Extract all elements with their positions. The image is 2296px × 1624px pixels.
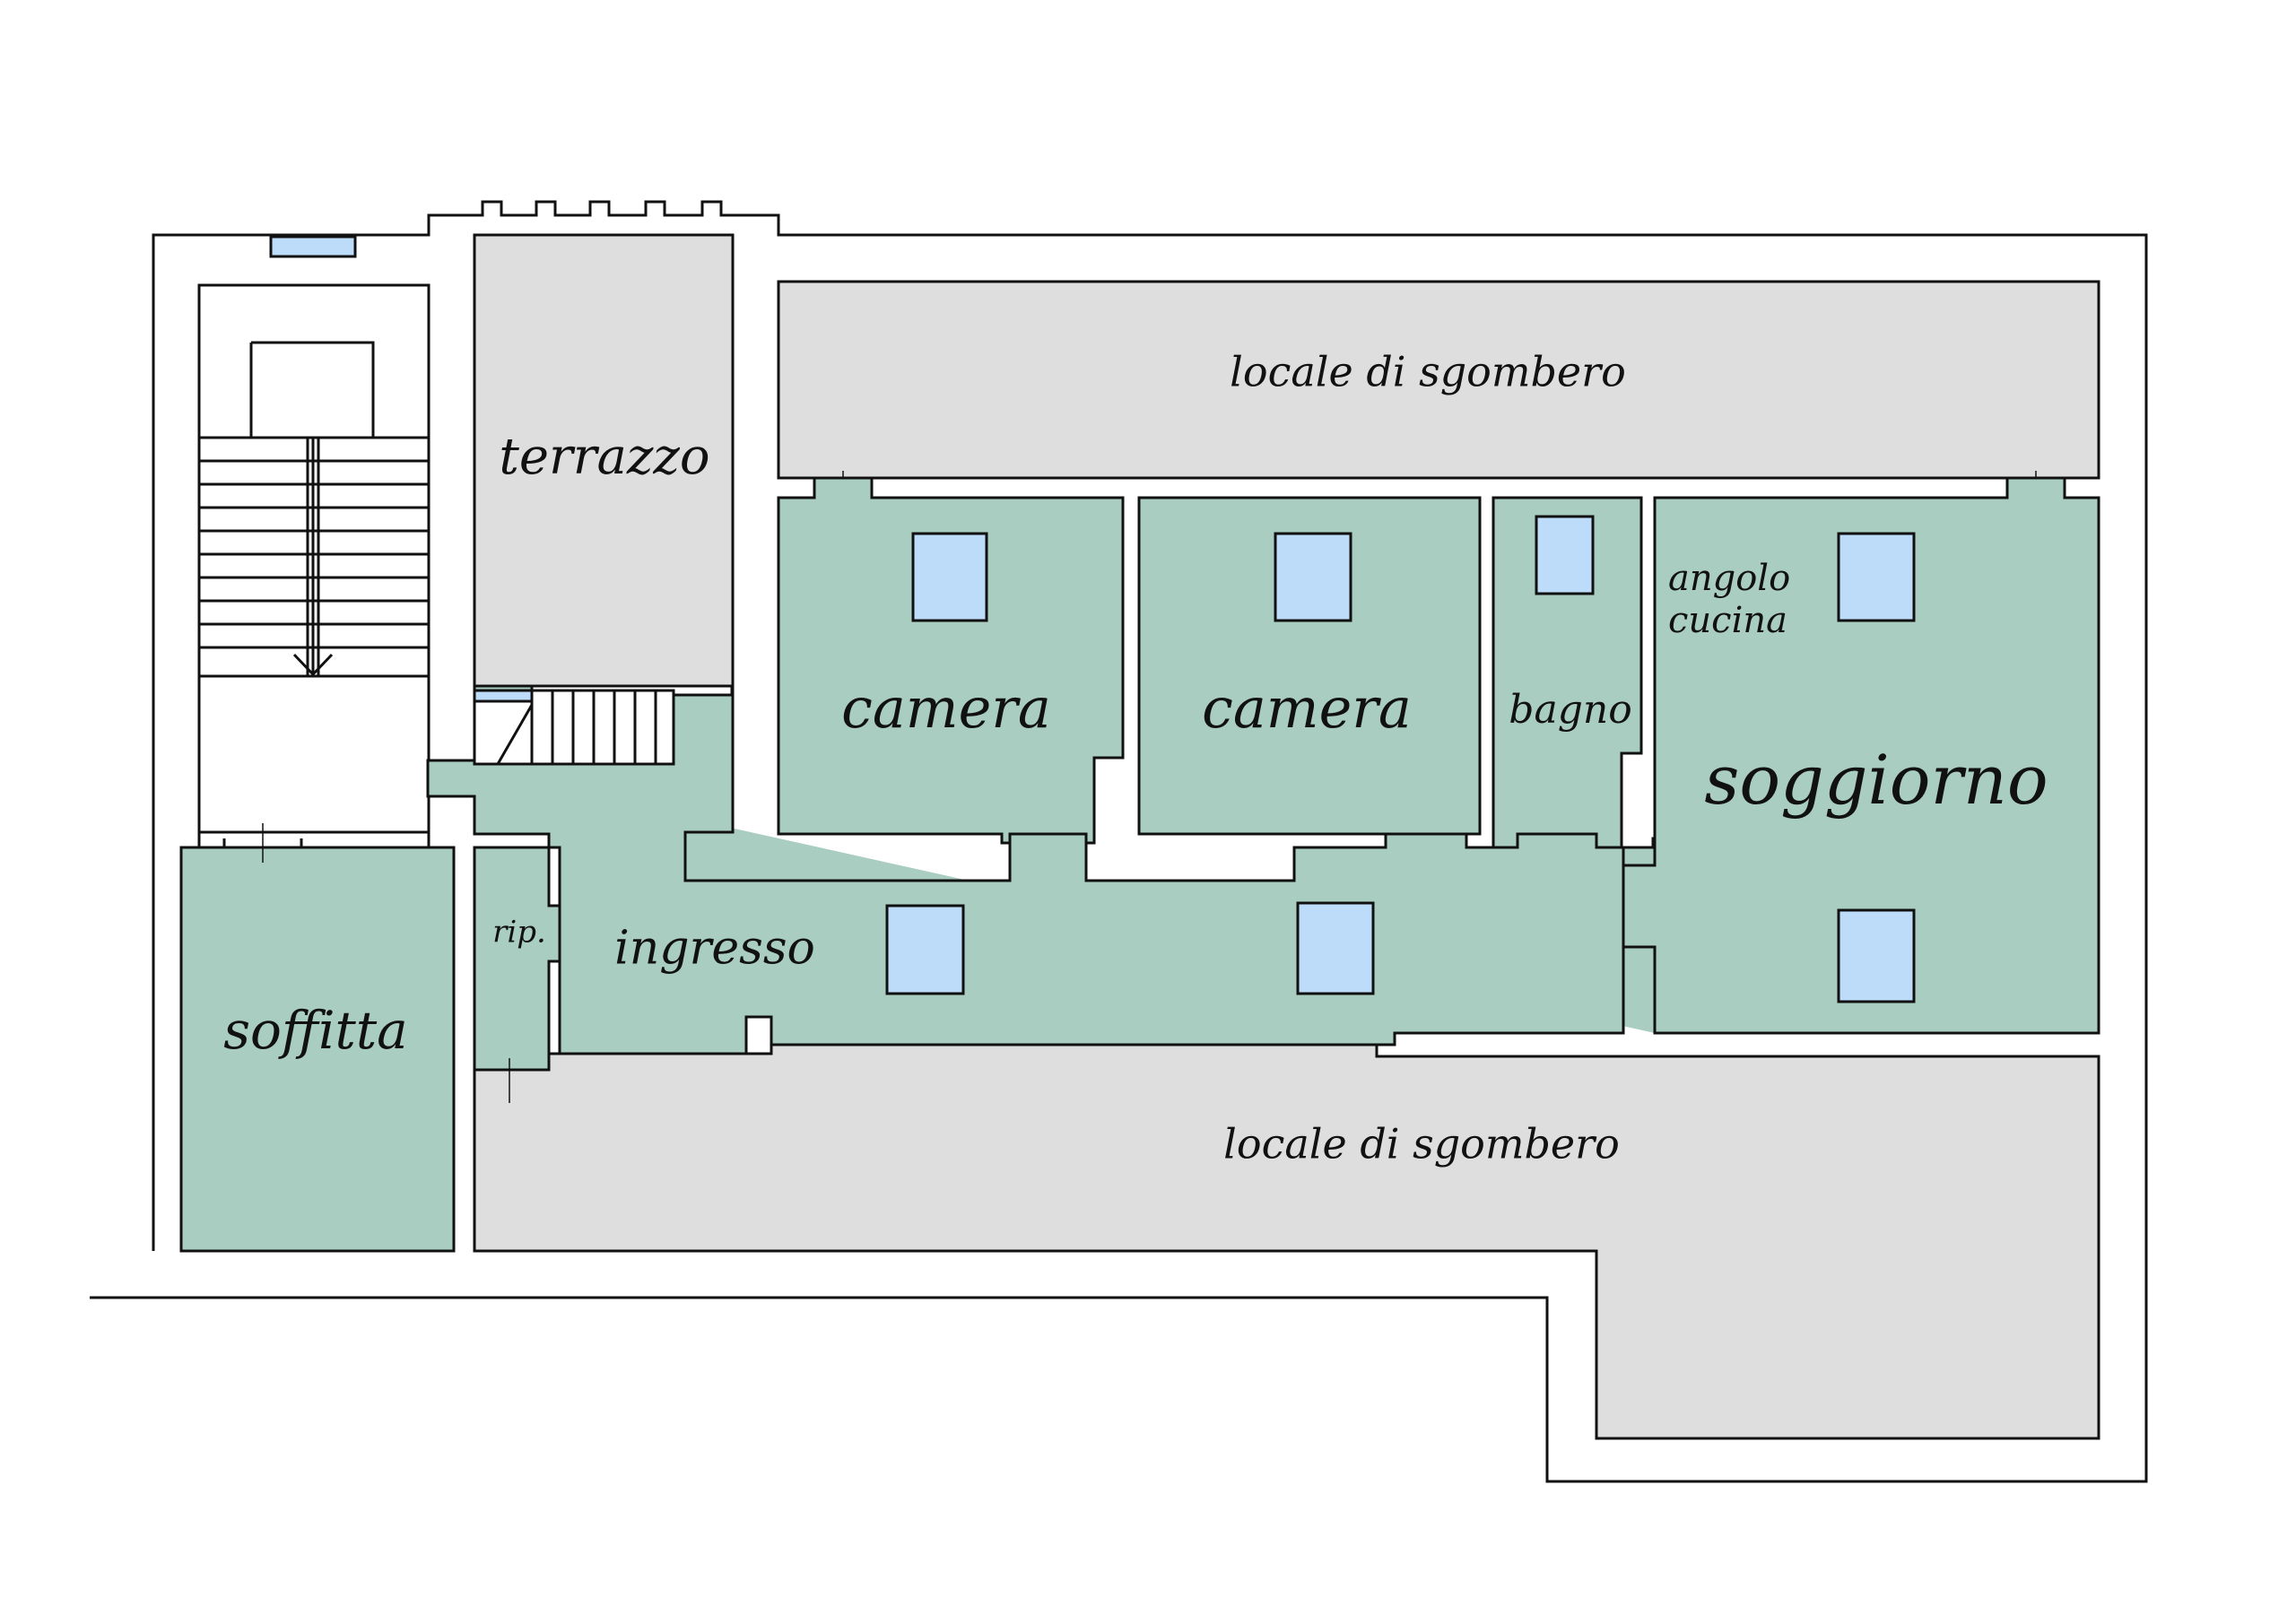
room-bagno	[1492, 496, 1643, 849]
label-locale-bottom: locale di sgombero	[1223, 1119, 1620, 1168]
stair-window	[269, 235, 357, 258]
room-soffitta	[179, 846, 456, 1253]
stairwell	[197, 283, 430, 834]
label-camera-1: camera	[841, 674, 1051, 741]
label-locale-top: locale di sgombero	[1230, 347, 1626, 396]
label-ingresso: ingresso	[614, 921, 815, 976]
skylight-soggiorno-top	[1837, 532, 1916, 622]
label-camera-2: camera	[1202, 674, 1412, 741]
skylight-camera-2	[1274, 532, 1352, 622]
label-angolo: angolo	[1668, 558, 1791, 599]
room-soggiorno	[1622, 476, 2100, 1035]
label-cucina: cucina	[1668, 600, 1787, 641]
room-locale-bottom	[473, 1043, 2100, 1440]
inner-stair	[473, 689, 675, 766]
skylights	[885, 515, 1916, 1003]
room-camera-1	[777, 476, 1125, 845]
label-soggiorno: soggiorno	[1704, 740, 2048, 821]
skylight-bagno	[1535, 515, 1595, 595]
label-bagno: bagno	[1509, 686, 1632, 733]
skylight-soggiorno-bottom	[1837, 908, 1916, 1003]
room-ripostiglio	[473, 846, 561, 1072]
building-outline	[90, 200, 2148, 1483]
room-locale-top	[777, 280, 2100, 480]
skylight-ingresso	[885, 904, 965, 995]
skylight-corridor	[1296, 901, 1375, 995]
skylight-camera-1	[911, 532, 988, 622]
room-camera-2	[1137, 496, 1482, 881]
label-ripostiglio: rip.	[492, 914, 546, 951]
label-terrazzo: terrazzo	[499, 428, 710, 487]
room-terrazzo	[473, 233, 735, 688]
label-soffitta: soffitta	[223, 1000, 408, 1062]
